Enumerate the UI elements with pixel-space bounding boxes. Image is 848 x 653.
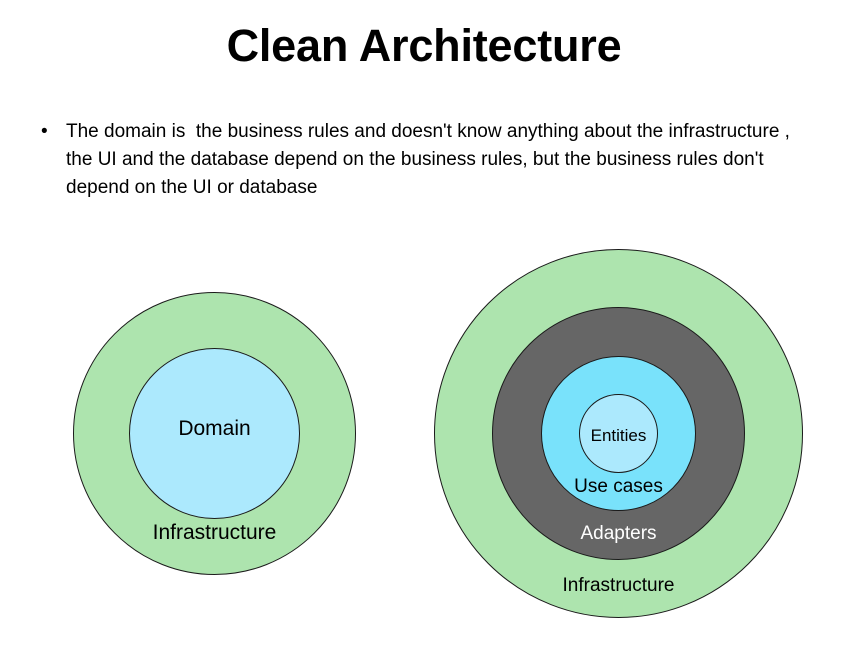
bullet-marker-icon: • <box>41 121 48 142</box>
layer-entities-circle[interactable] <box>579 394 658 473</box>
page-title: Clean Architecture <box>226 20 622 71</box>
layer-domain-circle[interactable] <box>129 348 300 519</box>
bullet-item: • The domain is the business rules and d… <box>36 118 816 202</box>
diagram-four-layer: Entities Use cases Adapters Infrastructu… <box>434 249 803 618</box>
diagram-two-layer: Domain Infrastructure <box>73 292 356 575</box>
body-text-block: • The domain is the business rules and d… <box>36 118 816 202</box>
bullet-text: The domain is the business rules and doe… <box>66 121 796 198</box>
